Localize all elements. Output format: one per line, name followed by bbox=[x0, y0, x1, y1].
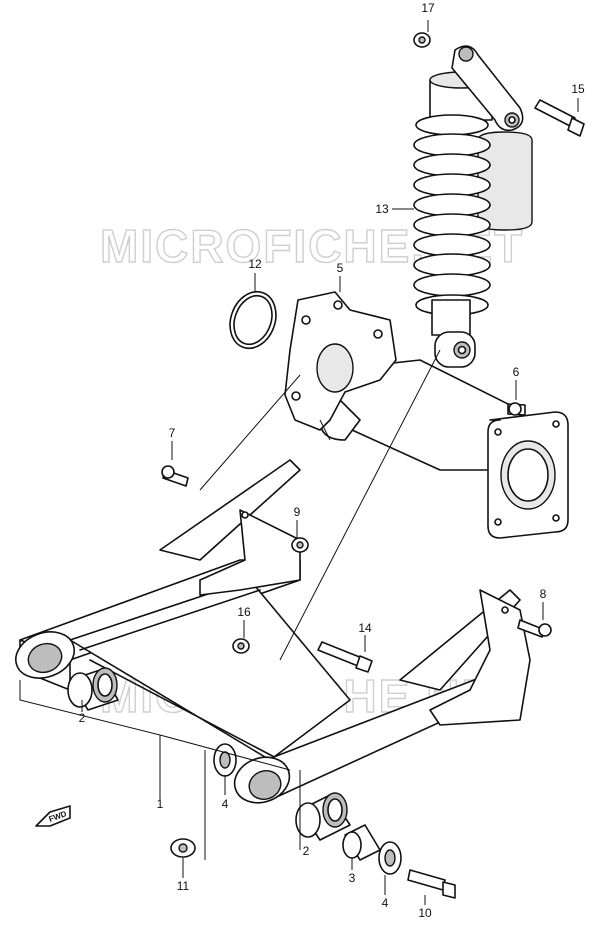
fwd-arrow-icon: FWD bbox=[35, 805, 71, 827]
callout-11: 11 bbox=[177, 879, 190, 893]
bracket-nut bbox=[291, 537, 309, 553]
needle-bearing-right bbox=[295, 792, 351, 841]
callout-8: 8 bbox=[540, 587, 547, 601]
shock-bracket bbox=[284, 291, 397, 431]
shock-upper-nut bbox=[413, 32, 431, 48]
plate-bolt bbox=[517, 619, 552, 638]
callout-10: 10 bbox=[418, 906, 432, 920]
callout-2-right: 2 bbox=[303, 844, 310, 858]
housing-bolt bbox=[507, 402, 526, 416]
callout-12: 12 bbox=[248, 257, 262, 271]
spacer bbox=[342, 824, 381, 861]
lower-mount-nut bbox=[232, 638, 250, 654]
callout-13: 13 bbox=[375, 202, 389, 216]
callout-3: 3 bbox=[349, 871, 356, 885]
callout-17: 17 bbox=[421, 1, 435, 15]
pivot-bolt bbox=[407, 869, 456, 899]
callout-2-left: 2 bbox=[79, 711, 86, 725]
shock-upper-bolt bbox=[534, 99, 585, 137]
pivot-nut bbox=[170, 838, 196, 858]
callout-15: 15 bbox=[571, 82, 585, 96]
callout-4-lower: 4 bbox=[382, 896, 389, 910]
callout-14: 14 bbox=[358, 621, 372, 635]
shock-lower-bolt bbox=[317, 641, 373, 673]
swingarm-pivot-housing bbox=[319, 359, 569, 539]
callout-6: 6 bbox=[513, 365, 520, 379]
leader-lines bbox=[19, 20, 579, 905]
callout-16: 16 bbox=[237, 605, 251, 619]
callout-4-upper: 4 bbox=[222, 797, 229, 811]
callout-5: 5 bbox=[337, 261, 344, 275]
callout-7: 7 bbox=[169, 426, 176, 440]
washer-4-upper bbox=[213, 743, 237, 777]
callout-numbers: 17 15 13 12 5 6 7 9 8 16 14 2 4 1 2 3 11… bbox=[79, 1, 585, 920]
washer-4-lower bbox=[378, 841, 402, 875]
o-ring bbox=[229, 290, 277, 350]
callout-1: 1 bbox=[157, 797, 164, 811]
rear-shock-absorber bbox=[413, 45, 533, 368]
bracket-bolt bbox=[161, 465, 189, 487]
shock-lower-eye bbox=[434, 331, 476, 368]
callout-9: 9 bbox=[294, 505, 301, 519]
swingarm bbox=[15, 459, 521, 804]
